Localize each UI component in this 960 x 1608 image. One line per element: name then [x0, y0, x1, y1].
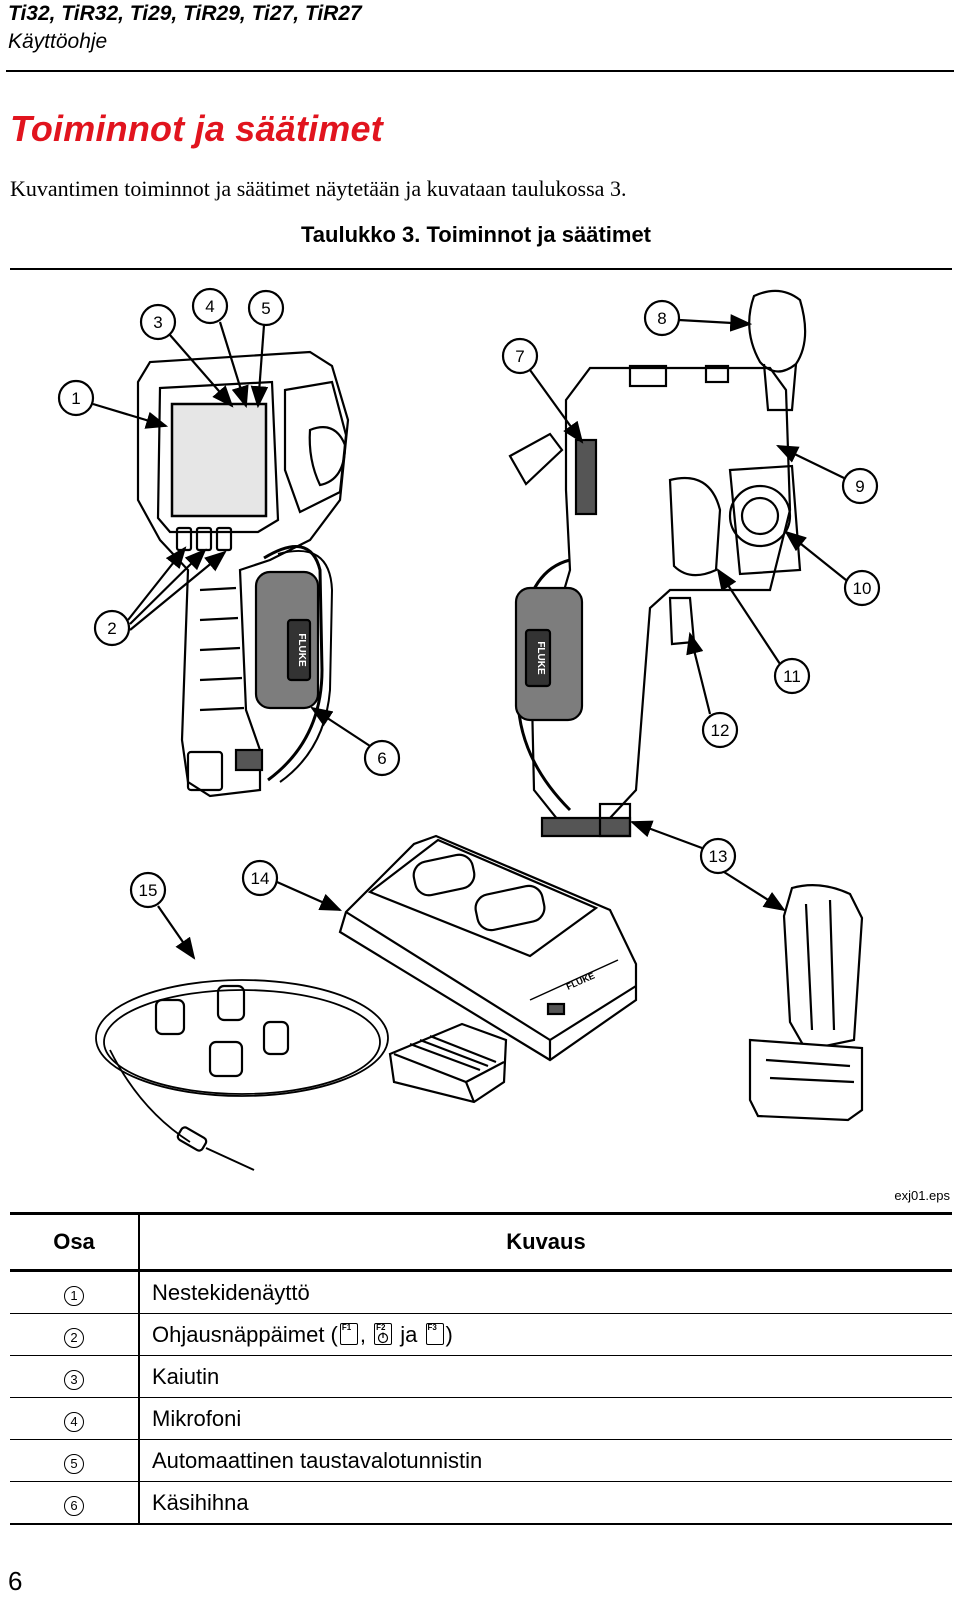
figure-illustration: 1 2 3 4 5 6 7 8 9 10 11 12 13 14 15 FLUK…: [10, 268, 952, 1212]
callout-11: 11: [783, 667, 801, 686]
callout-8: 8: [657, 309, 666, 328]
part-number-badge: 1: [64, 1285, 84, 1306]
header-manual: Käyttöohje: [8, 30, 108, 53]
table-row: 1 Nestekidenäyttö: [10, 1270, 952, 1314]
table-row: 4 Mikrofoni: [10, 1397, 952, 1440]
imager-diagram: 1 2 3 4 5 6 7 8 9 10 11 12 13 14 15 FLUK…: [57, 287, 881, 1171]
part-number-badge: 4: [64, 1411, 84, 1432]
header-divider: [6, 70, 954, 72]
table-row: 5 Automaattinen taustavalotunnistin: [10, 1439, 952, 1482]
figure-caption: Taulukko 3. Toiminnot ja säätimet: [300, 222, 652, 247]
table-row: 6 Käsihihna: [10, 1481, 952, 1525]
part-number-badge: 6: [64, 1495, 84, 1516]
table-header-row: Osa Kuvaus: [10, 1212, 952, 1272]
parts-table: Osa Kuvaus 1 Nestekidenäyttö 2 Ohjausnäp…: [10, 1212, 952, 1525]
f3-key-icon: F3: [425, 1322, 444, 1345]
part-description: Ohjausnäppäimet (F1, F2 ja F3): [139, 1313, 952, 1356]
figure-filename: exj01.eps: [894, 1188, 950, 1203]
column-header-description: Kuvaus: [139, 1212, 952, 1272]
table-row: 2 Ohjausnäppäimet (F1, F2 ja F3): [10, 1313, 952, 1356]
column-header-part: Osa: [10, 1212, 140, 1272]
callout-5: 5: [261, 299, 270, 318]
part-description: Kaiutin: [139, 1355, 952, 1398]
section-title: Toiminnot ja säätimet: [10, 108, 383, 149]
part-number-badge: 5: [64, 1453, 84, 1474]
imager-brand-right: FLUKE: [535, 641, 546, 675]
callout-2: 2: [107, 619, 116, 638]
part-description: Mikrofoni: [139, 1397, 952, 1440]
intro-text: Kuvantimen toiminnot ja säätimet näytetä…: [10, 176, 627, 201]
part-number-badge: 2: [64, 1327, 84, 1348]
f1-key-icon: F1: [339, 1322, 358, 1345]
callout-14: 14: [251, 869, 270, 888]
table-row: 3 Kaiutin: [10, 1355, 952, 1398]
callout-10: 10: [853, 579, 872, 598]
callout-4: 4: [205, 297, 214, 316]
callout-6: 6: [377, 749, 386, 768]
part-description: Käsihihna: [139, 1481, 952, 1525]
callout-15: 15: [139, 881, 158, 900]
imager-brand-left: FLUKE: [296, 633, 307, 667]
page-number: 6: [8, 1566, 23, 1596]
callout-3: 3: [153, 313, 162, 332]
callout-12: 12: [711, 721, 730, 740]
part-description: Automaattinen taustavalotunnistin: [139, 1439, 952, 1482]
callout-7: 7: [515, 347, 524, 366]
callout-13: 13: [709, 847, 728, 866]
f2-power-key-icon: F2: [374, 1322, 393, 1345]
part-number-badge: 3: [64, 1369, 84, 1390]
header-models: Ti32, TiR32, Ti29, TiR29, Ti27, TiR27: [8, 2, 362, 25]
part-description: Nestekidenäyttö: [139, 1270, 952, 1314]
callout-9: 9: [855, 477, 864, 496]
callout-1: 1: [71, 389, 80, 408]
